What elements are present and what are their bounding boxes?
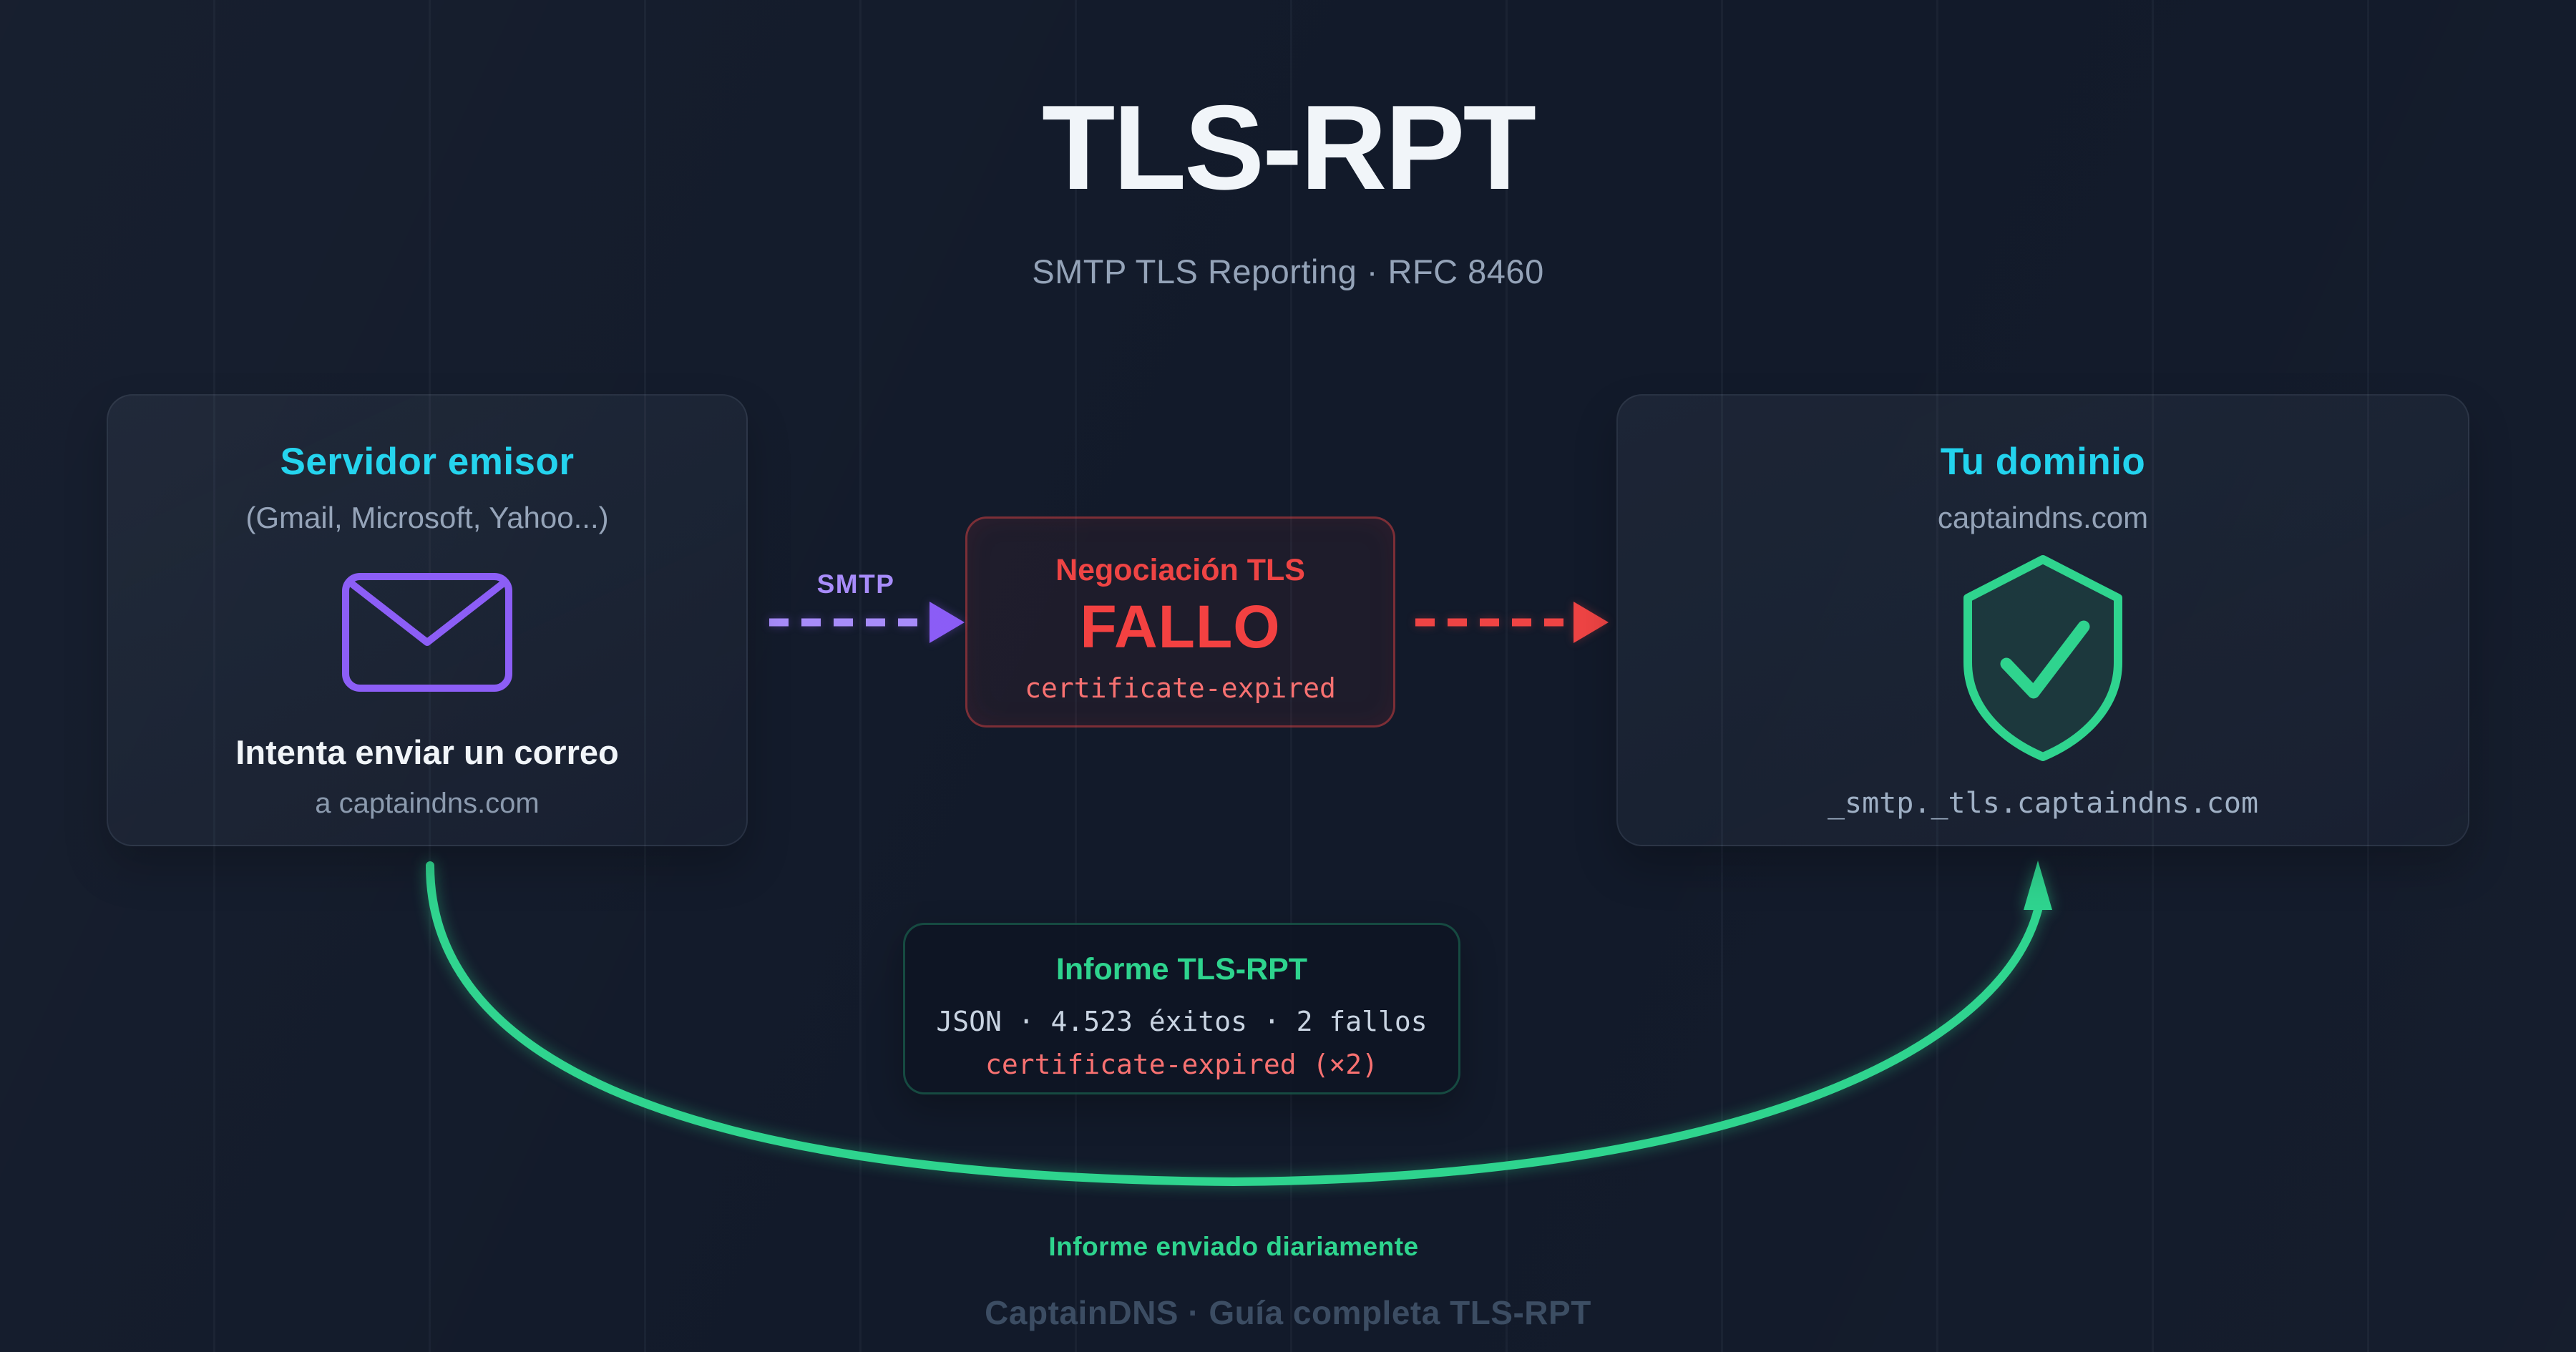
- smtp-arrow: [769, 602, 965, 643]
- tls-negotiation-card: Negociación TLS FALLO certificate-expire…: [965, 516, 1395, 728]
- domain-card-title: Tu dominio: [1940, 441, 2146, 483]
- sender-card-providers: (Gmail, Microsoft, Yahoo...): [245, 501, 609, 534]
- footer-text: CaptainDNS · Guía completa TLS-RPT: [985, 1294, 1591, 1331]
- shield-check-icon: [1961, 554, 2125, 763]
- sender-target-text: a captaindns.com: [315, 788, 540, 819]
- sender-card-title: Servidor emisor: [280, 441, 575, 483]
- report-frequency-label: Informe enviado diariamente: [1048, 1232, 1419, 1261]
- page-title: TLS-RPT: [1041, 80, 1536, 215]
- page-subtitle: SMTP TLS Reporting · RFC 8460: [1032, 253, 1544, 290]
- tls-report-card: Informe TLS-RPT JSON · 4.523 éxitos · 2 …: [903, 923, 1460, 1094]
- envelope-icon: [341, 572, 513, 692]
- tls-failure-status: FALLO: [1080, 593, 1281, 660]
- domain-name: captaindns.com: [1937, 501, 2149, 534]
- report-failure-detail: certificate-expired (×2): [985, 1049, 1379, 1080]
- sender-server-card: Servidor emisor (Gmail, Microsoft, Yahoo…: [107, 394, 748, 846]
- sender-action-text: Intenta enviar un correo: [235, 733, 619, 771]
- report-summary: JSON · 4.523 éxitos · 2 fallos: [936, 1006, 1428, 1037]
- tls-rpt-dns-record: _smtp._tls.captaindns.com: [1827, 787, 2259, 820]
- your-domain-card: Tu dominio captaindns.com _smtp._tls.cap…: [1616, 394, 2469, 846]
- smtp-arrow-label: SMTP: [816, 569, 895, 599]
- tls-error-code: certificate-expired: [1025, 672, 1336, 705]
- tls-card-title: Negociación TLS: [1055, 553, 1305, 587]
- failure-arrow: [1415, 602, 1609, 643]
- report-card-title: Informe TLS-RPT: [1055, 952, 1308, 986]
